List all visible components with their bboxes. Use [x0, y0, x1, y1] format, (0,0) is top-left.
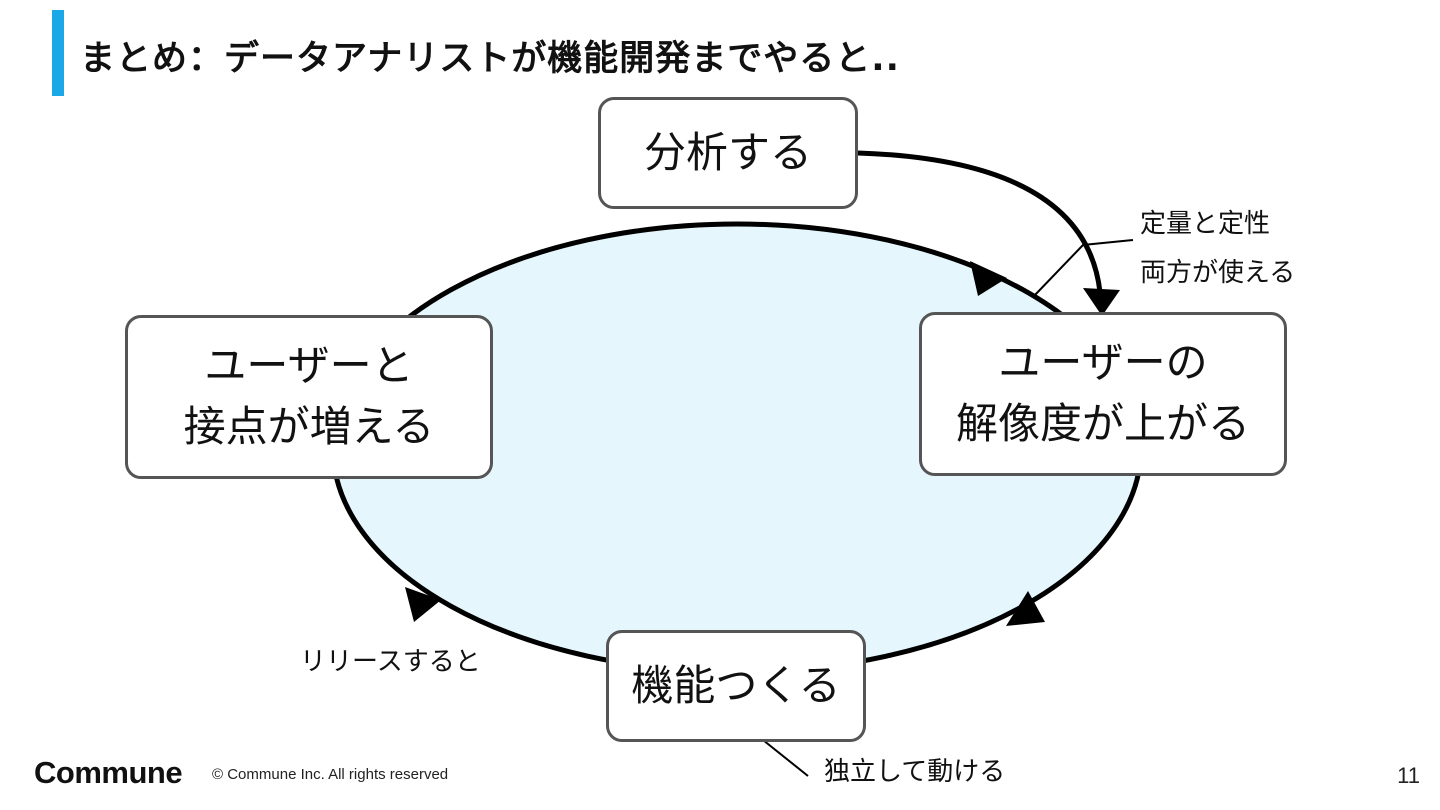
- annotation-quant-qual: 定量と定性 両方が使える: [1140, 200, 1295, 299]
- arrowhead-left-cycle: [405, 587, 441, 622]
- quant-qual-leader-line: [1033, 239, 1134, 297]
- node-touchpoints: ユーザーと 接点が増える: [125, 315, 493, 479]
- arrowhead-top-cycle: [970, 261, 1007, 296]
- arrowhead-right-cycle: [1006, 591, 1045, 626]
- node-build-label: 機能つくる: [631, 660, 841, 710]
- page-number: 11: [1397, 763, 1420, 788]
- node-resolution: ユーザーの 解像度が上がる: [919, 312, 1287, 476]
- node-analyze-label: 分析する: [643, 127, 812, 177]
- annotation-quant-qual-line2: 両方が使える: [1140, 258, 1296, 289]
- commune-logo: Commune: [34, 755, 183, 790]
- node-resolution-label: ユーザーの 解像度が上がる: [955, 338, 1250, 448]
- arrowhead-analyze-to-resolution: [1083, 288, 1120, 316]
- node-analyze: 分析する: [598, 97, 858, 209]
- title-accent-bar: [52, 10, 64, 96]
- analyze-arrow-path: [857, 150, 1103, 293]
- independent-leader-line: [762, 739, 809, 777]
- annotation-quant-qual-line1: 定量と定性: [1140, 209, 1271, 239]
- annotation-independent: 独立して動ける: [824, 757, 1006, 787]
- node-build: 機能つくる: [606, 630, 866, 742]
- slide-title: まとめ：データアナリストが機能開発までやると..: [80, 39, 900, 79]
- node-touchpoints-label: ユーザーと 接点が増える: [183, 341, 435, 451]
- annotation-on-release: リリースすると: [300, 647, 481, 677]
- copyright-text: © Commune Inc. All rights reserved: [212, 766, 449, 783]
